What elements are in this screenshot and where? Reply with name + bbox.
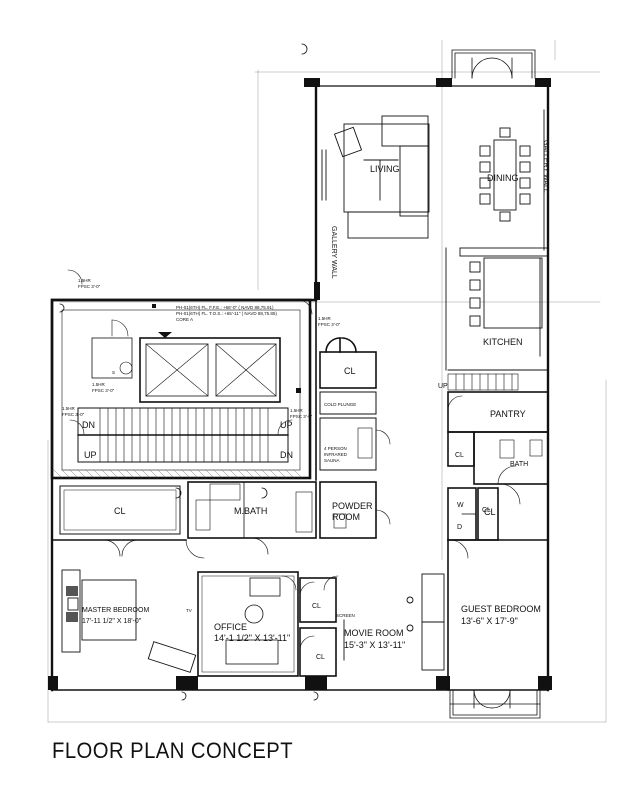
fire-note-3b: FPSC 3'-0" [62, 412, 85, 417]
fire-rating-notes: 1.5HR FPSC 3'-0" 1.5HR FPSC 3'-0" 1.5HR … [62, 278, 341, 613]
stair-labels: DN UP UP DN UP [82, 383, 448, 460]
label-dining: DINING [487, 173, 519, 183]
label-cl-wd: CL [482, 507, 491, 514]
label-living: LIVING [370, 164, 400, 174]
spa-walls [315, 299, 377, 481]
label-sauna-2: INFRARED [324, 452, 348, 457]
gallery-walls [321, 109, 545, 251]
elevation-note-1: PH-01(6TH) FL. F.F.E.: +66'-0" ( NAVD 88… [176, 305, 274, 310]
grid-lines [47, 39, 607, 723]
label-master-size: 17'-11 1/2" X 18'-0" [82, 618, 142, 625]
movie-room [343, 573, 445, 671]
core-stairs [69, 407, 293, 463]
label-guest-size: 13'-6" X 17'-9" [461, 616, 518, 626]
core-note: CORE A [176, 317, 193, 322]
label-movie-size: 15'-3" X 13'-11" [344, 640, 405, 650]
note-s: S [112, 370, 115, 375]
balcony-outlines [449, 49, 541, 719]
note-tv: TV [186, 608, 192, 613]
label-cl-movie: CL [316, 654, 325, 661]
label-kitchen: KITCHEN [483, 337, 523, 347]
label-cl-pantry: CL [455, 452, 464, 459]
fire-note-2a: 1.5HR [92, 382, 106, 387]
label-sauna-1: 4 PERSON [324, 446, 347, 451]
fire-note-5a: 1.5HR [318, 316, 332, 321]
fire-note-5b: FPSC 3'-0" [318, 322, 341, 327]
label-powder-2: ROOM [332, 512, 360, 522]
label-sauna-3: SAUNA [324, 458, 340, 463]
living-furniture [333, 115, 430, 239]
label-gallery-wall-right: GALLERY WALL [542, 140, 549, 193]
core-walls [50, 298, 312, 480]
exterior-doors [471, 57, 513, 709]
stair-dn-right: DN [280, 450, 293, 460]
label-cl-master: CL [114, 506, 126, 516]
fire-note-2b: FPSC 3'-0" [92, 388, 115, 393]
office-walls [197, 571, 337, 677]
fire-note-4b: FPSC 3'-0" [290, 414, 313, 419]
label-w: W [457, 502, 464, 509]
label-powder-1: POWDER [332, 501, 373, 511]
stair-up-service: UP [438, 383, 448, 390]
label-bath: BATH [510, 461, 528, 468]
room-labels: LIVING DINING GALLERY WALL GALLERY WALL … [82, 140, 549, 661]
fire-note-3a: 1.5HR [62, 406, 76, 411]
master-bed [61, 569, 197, 673]
label-master-bedroom: MASTER BEDROOM [82, 607, 149, 614]
label-office: OFFICE [214, 622, 247, 632]
fire-note-4a: 1.5HR [290, 408, 304, 413]
core-markers [152, 304, 301, 393]
guest-walls [447, 483, 549, 691]
service-stair [447, 373, 519, 391]
label-guest-bedroom: GUEST BEDROOM [461, 604, 541, 614]
master-walls [51, 481, 377, 557]
stair-up-left: UP [84, 450, 97, 460]
label-gallery-wall-left: GALLERY WALL [330, 226, 337, 279]
fire-note-1b: FPSC 3'-0" [78, 284, 101, 289]
core-hatching [53, 469, 303, 479]
wall-columns [48, 78, 552, 690]
page-title: FLOOR PLAN CONCEPT [52, 738, 294, 763]
door-swings [67, 269, 391, 591]
label-pantry: PANTRY [490, 409, 526, 419]
label-d: D [457, 524, 462, 531]
label-cl-guest: CL [484, 507, 496, 517]
kitchen-counters [445, 247, 549, 371]
fire-note-1a: 1.5HR [78, 278, 92, 283]
label-movie-room: MOVIE ROOM [344, 628, 404, 638]
label-cl-upper: CL [344, 366, 356, 376]
label-cold-plunge: COLD PLUNGE [324, 402, 356, 407]
label-cl-office: CL [312, 603, 321, 610]
stair-dn-left: DN [82, 420, 95, 430]
elevation-note-2: PH-01(6TH) FL. T.O.S.: +65'-11" ( NAVD 8… [176, 311, 277, 316]
stair-up-right: UP [280, 420, 293, 430]
fe-markers [59, 43, 319, 701]
label-mbath: M.BATH [234, 506, 267, 516]
dining-table [479, 127, 531, 222]
label-screen: SCREEN [336, 613, 355, 618]
label-office-size: 14'-1 1/2" X 13'-11" [214, 633, 290, 643]
